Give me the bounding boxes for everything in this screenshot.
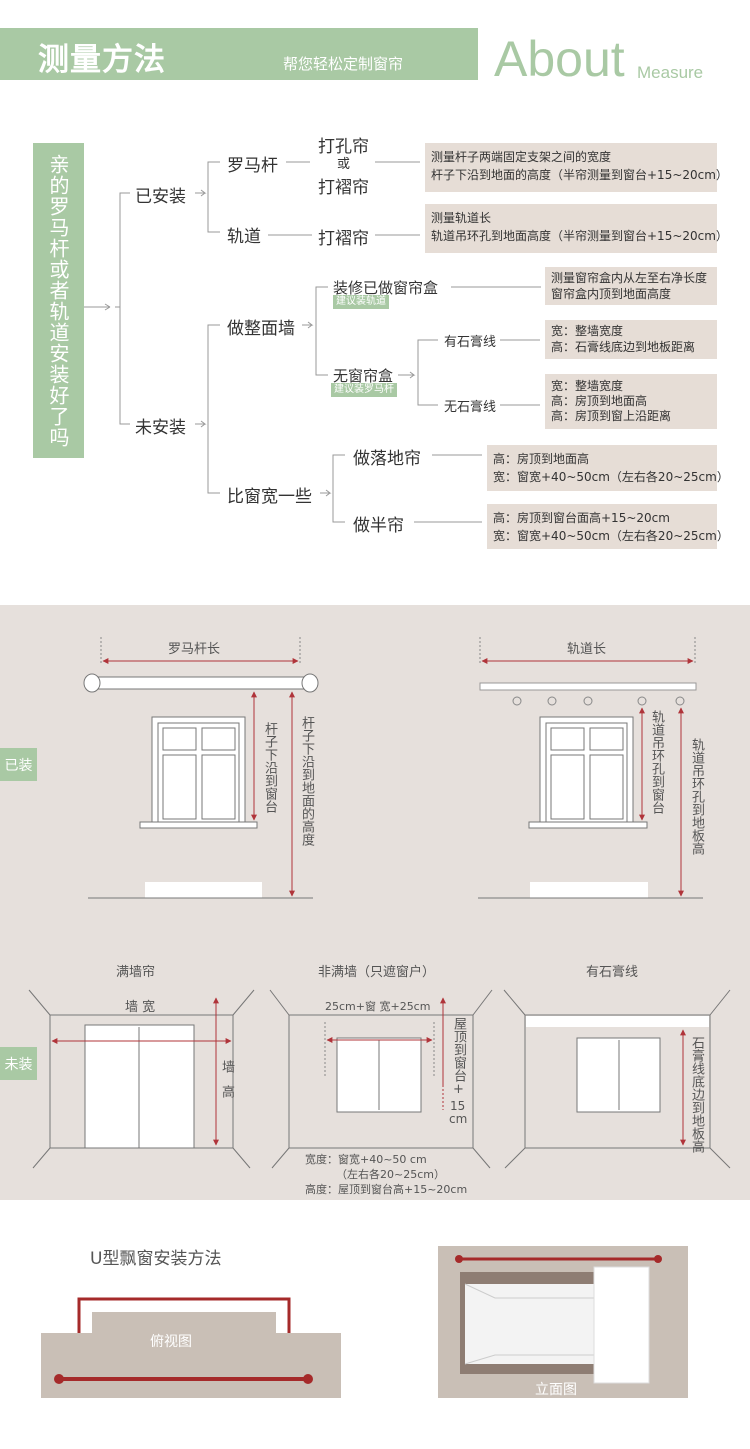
node-track: 轨道 (227, 227, 261, 247)
title-full-wall: 满墙帘 (116, 965, 156, 980)
note-line: 测量窗帘盒内从左至右净长度 (551, 271, 708, 285)
roman-rod-diagram (83, 637, 696, 1078)
partial-note-height: 高度：屋顶到窗台高+15~20cm (305, 1183, 468, 1196)
node-without-cornice: 无石膏线 (444, 400, 497, 415)
note-line: 宽：窗宽+40~50cm（左右各20~25cm） (493, 470, 729, 484)
label-partial-height: 屋顶到窗台+ (451, 1017, 466, 1097)
option-grommet-curtain: 打孔帘 (318, 137, 369, 157)
label-partial-height-unit: cm (449, 1112, 468, 1126)
label-track-length: 轨道长 (567, 642, 607, 657)
tag-not-installed: 未装 (0, 1047, 37, 1080)
option-track-pleated: 打褶帘 (318, 229, 369, 249)
or-label: 或 (337, 157, 351, 172)
note-line: 窗帘盒内顶到地面高度 (551, 287, 672, 301)
label-track-to-floor: 轨道吊环孔到地板高 (689, 738, 704, 855)
label-elevation-view: 立面图 (535, 1382, 577, 1398)
title-cornice: 有石膏线 (586, 965, 639, 980)
label-rod-to-floor: 杆子下沿到地面的高度 (299, 716, 314, 846)
bay-window-title: U型飘窗安装方法 (90, 1249, 222, 1269)
note-line: 高：房顶到地面高 (493, 452, 590, 466)
label-track-to-sill: 轨道吊环孔到窗台 (649, 710, 664, 814)
node-no-curtain-box: 无窗帘盒 (333, 367, 394, 385)
note-line: 高：石膏线底边到地板距离 (551, 340, 696, 354)
about-heading: About (494, 31, 625, 87)
bay-elevation-view (438, 1246, 688, 1398)
note-line: 宽：整墙宽度 (551, 379, 624, 393)
note-line: 高：房顶到地面高 (551, 394, 648, 408)
label-wall-height: 墙高 (219, 1060, 234, 1110)
note-line: 高：房顶到窗台面高+15~20cm (493, 511, 670, 525)
note-line: 宽：窗宽+40~50cm（左右各20~25cm） (493, 529, 729, 543)
note-line: 测量轨道长 (431, 211, 492, 225)
note-half-length: 高：房顶到窗台面高+15~20cm 宽：窗宽+40~50cm（左右各20~25c… (487, 504, 729, 549)
measure-heading: Measure (637, 63, 704, 82)
tag-suggest-track: 建议装轨道 (333, 295, 389, 309)
tag-suggest-roman-rod: 建议装罗马杆 (331, 383, 397, 397)
decision-tree-lines (84, 161, 541, 523)
label-cornice-height: 石膏线底边到地板高 (689, 1036, 704, 1153)
label-top-view: 俯视图 (150, 1334, 192, 1350)
tag-installed: 已装 (0, 748, 37, 781)
node-wider-than-window: 比窗宽一些 (227, 487, 312, 507)
node-has-curtain-box: 装修已做窗帘盒 (333, 279, 439, 297)
node-with-cornice: 有石膏线 (444, 335, 497, 350)
option-pleated-curtain: 打褶帘 (318, 178, 369, 198)
partial-note-width: 宽度：窗宽+40~50 cm (305, 1153, 427, 1166)
label-rod-to-sill: 杆子下沿到窗台 (262, 722, 277, 813)
header-banner (0, 28, 478, 80)
question-box: 亲的罗马杆或者轨道安装好了吗 (33, 143, 84, 458)
partial-note-sides: （左右各20~25cm） (336, 1168, 445, 1181)
note-line: 宽：整墙宽度 (551, 324, 624, 338)
label-rod-length: 罗马杆长 (168, 642, 221, 657)
node-full-wall: 做整面墙 (227, 319, 295, 339)
node-half-length: 做半帘 (353, 516, 404, 536)
note-track: 测量轨道长 轨道吊环孔到地面高度（半帘测量到窗台+15~20cm） (425, 204, 728, 253)
label-partial-height-num: 15 (450, 1099, 466, 1113)
node-roman-rod: 罗马杆 (227, 156, 278, 176)
node-not-installed: 未安装 (135, 418, 186, 438)
note-line: 高：房顶到窗上沿距离 (551, 409, 672, 423)
note-line: 测量杆子两端固定支架之间的宽度 (431, 150, 612, 164)
room-outlines (28, 989, 731, 1169)
label-partial-width: 25cm+窗 宽+25cm (325, 1000, 431, 1013)
node-installed: 已安装 (135, 187, 186, 207)
page-title: 测量方法 (38, 42, 166, 78)
node-floor-length: 做落地帘 (353, 449, 421, 469)
note-line: 轨道吊环孔到地面高度（半帘测量到窗台+15~20cm） (431, 229, 728, 243)
note-line: 杆子下沿到地面的高度（半帘测量到窗台+15~20cm） (431, 168, 728, 182)
note-without-cornice: 宽：整墙宽度 高：房顶到地面高 高：房顶到窗上沿距离 (545, 374, 717, 429)
note-with-cornice: 宽：整墙宽度 高：石膏线底边到地板距离 (545, 320, 717, 359)
track-diagram (478, 658, 703, 899)
title-partial-wall: 非满墙（只遮窗户） (318, 965, 436, 980)
page-subtitle: 帮您轻松定制窗帘 (283, 55, 404, 73)
bay-top-view (41, 1297, 341, 1398)
note-roman-rod: 测量杆子两端固定支架之间的宽度 杆子下沿到地面的高度（半帘测量到窗台+15~20… (425, 143, 728, 192)
label-wall-width: 墙 宽 (125, 1000, 156, 1015)
note-curtain-box: 测量窗帘盒内从左至右净长度 窗帘盒内顶到地面高度 (545, 267, 717, 305)
note-floor-length: 高：房顶到地面高 宽：窗宽+40~50cm（左右各20~25cm） (487, 445, 729, 491)
